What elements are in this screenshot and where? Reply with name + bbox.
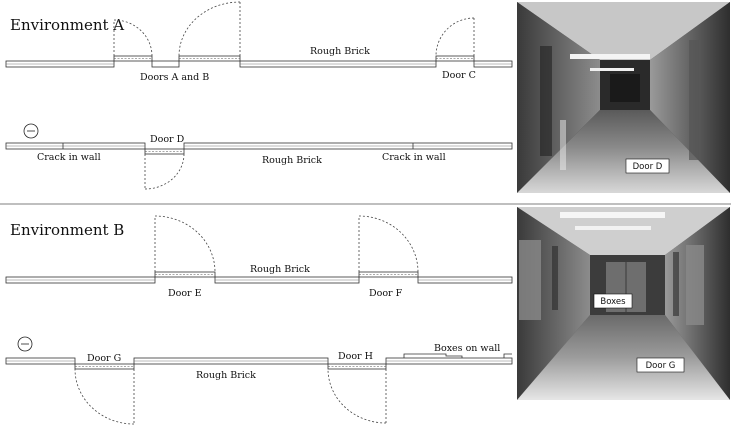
- door-a-symbol: [113, 19, 153, 62]
- door-c-symbol: [435, 17, 475, 62]
- label-rough-brick-a-top: Rough Brick: [310, 46, 370, 57]
- env-a-bottom-wall: [5, 142, 513, 150]
- photo-a-tag-door-d: Door D: [633, 162, 663, 172]
- label-doors-a-b: Doors A and B: [140, 72, 209, 83]
- label-rough-brick-a-bottom: Rough Brick: [262, 155, 322, 166]
- env-a-top-wall: [5, 60, 513, 68]
- photo-b-tag-door-g: Door G: [646, 361, 676, 371]
- env-b-top-wall: [5, 276, 513, 284]
- label-rough-brick-b-top: Rough Brick: [250, 264, 310, 275]
- start-marker-icon: [23, 123, 39, 139]
- photo-b-tag-boxes: Boxes: [600, 297, 626, 307]
- label-door-g: Door G: [87, 353, 121, 364]
- label-rough-brick-b-bottom: Rough Brick: [196, 370, 256, 381]
- env-b-bottom-wall: [5, 353, 513, 365]
- label-crack-right: Crack in wall: [382, 152, 446, 163]
- label-door-f: Door F: [369, 288, 403, 299]
- environment-b-photo: Boxes Door G: [517, 207, 730, 400]
- label-boxes-on-wall: Boxes on wall: [434, 343, 500, 354]
- label-door-d: Door D: [150, 134, 185, 145]
- start-marker-b-icon: [17, 336, 33, 352]
- environment-b-title: Environment B: [10, 221, 124, 239]
- label-door-c: Door C: [442, 70, 476, 81]
- door-h-symbol: [327, 363, 387, 424]
- label-door-e: Door E: [168, 288, 202, 299]
- door-d-symbol: [144, 148, 185, 190]
- environment-a-photo: Door D: [517, 2, 730, 193]
- label-crack-left: Crack in wall: [37, 152, 101, 163]
- environment-a-map: Environment A: [5, 1, 513, 190]
- boxes-on-wall-icon: [403, 353, 463, 358]
- door-f-symbol: [358, 215, 419, 278]
- label-door-h: Door H: [338, 351, 373, 362]
- environment-a-title: Environment A: [10, 16, 124, 34]
- environment-b-map: Environment B Rough Brick Door E Door F: [5, 215, 513, 425]
- door-b-symbol: [178, 1, 241, 62]
- door-e-symbol: [154, 215, 216, 278]
- door-g-symbol: [74, 363, 135, 425]
